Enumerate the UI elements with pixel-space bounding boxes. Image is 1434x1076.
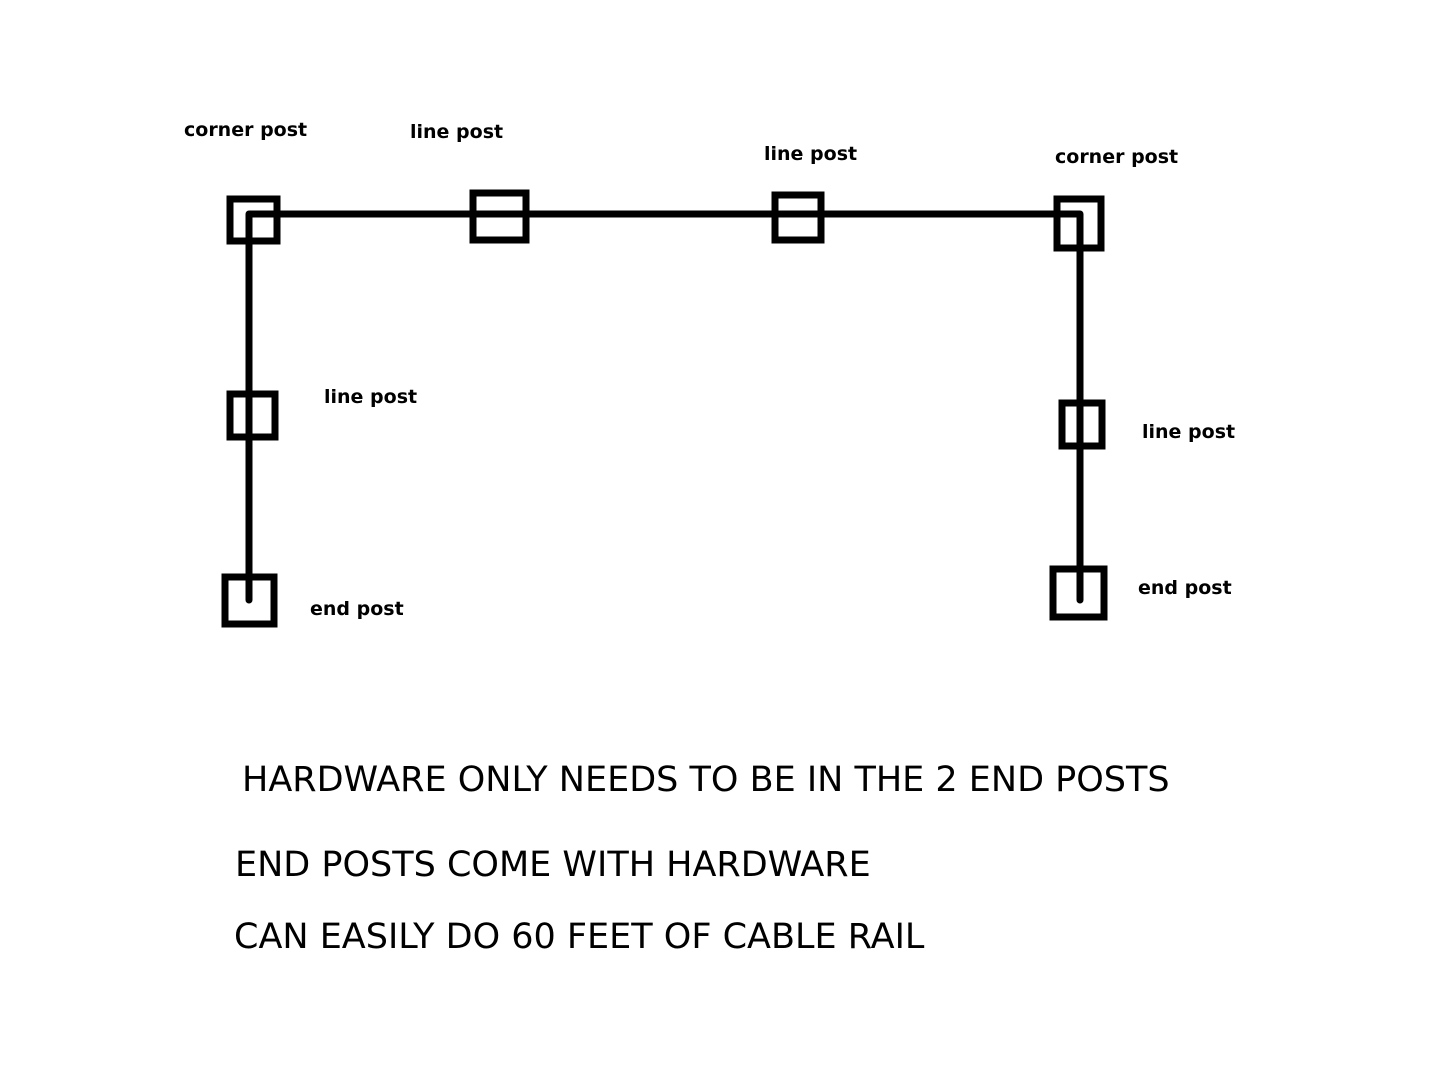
end-post-left-marker (221, 573, 278, 628)
note-cable-rail-length: CAN EASILY DO 60 FEET OF CABLE RAIL (234, 917, 925, 957)
line-post-left-label: line post (324, 386, 418, 408)
corner-post-left-marker (226, 195, 281, 245)
line-post-right-marker (1058, 399, 1106, 450)
line-post-left-marker (226, 390, 279, 441)
line-post-top-2-label: line post (764, 143, 858, 165)
end-post-right-label: end post (1138, 577, 1232, 599)
cable-rail-line (245, 210, 1084, 604)
line-post-top-1-label: line post (410, 121, 504, 143)
line-post-top-2-marker (771, 191, 825, 244)
line-post-right-label: line post (1142, 421, 1236, 443)
corner-post-left-label: corner post (184, 119, 308, 141)
line-post-top-1-marker (469, 189, 530, 244)
end-post-left-label: end post (310, 598, 404, 620)
corner-post-right-label: corner post (1055, 146, 1179, 168)
corner-post-right-marker (1053, 195, 1105, 252)
end-post-right-marker (1049, 565, 1108, 621)
note-end-posts-hardware: END POSTS COME WITH HARDWARE (235, 845, 871, 885)
note-hardware-end-posts: HARDWARE ONLY NEEDS TO BE IN THE 2 END P… (242, 760, 1170, 800)
